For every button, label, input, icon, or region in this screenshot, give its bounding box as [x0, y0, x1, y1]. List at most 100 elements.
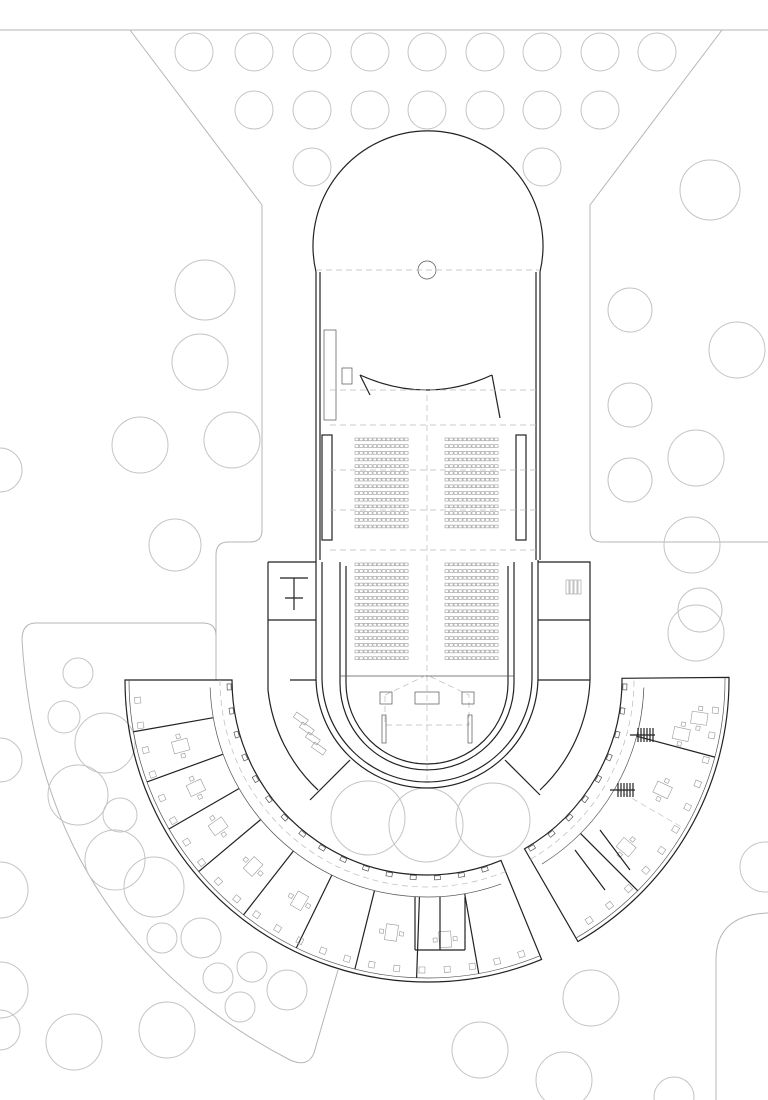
- seat: [354, 498, 359, 502]
- seat: [354, 511, 359, 515]
- seat-row: [565, 579, 570, 595]
- seat: [458, 569, 463, 573]
- chair: [188, 775, 195, 782]
- radial-wall: [464, 893, 480, 974]
- seat: [489, 437, 494, 442]
- chair: [220, 831, 228, 838]
- seat: [476, 596, 481, 600]
- seat: [453, 524, 458, 529]
- seat: [444, 589, 449, 593]
- seat: [480, 562, 485, 567]
- seat: [386, 457, 391, 462]
- facade-desk: [342, 954, 352, 963]
- seat: [399, 437, 404, 442]
- tree-circle: [123, 856, 185, 918]
- seat: [372, 464, 377, 468]
- seat: [363, 629, 368, 634]
- tree-circle: [266, 969, 308, 1011]
- seat: [359, 656, 364, 660]
- seat: [489, 623, 494, 627]
- seat: [476, 464, 481, 468]
- seat: [390, 656, 395, 660]
- seat: [458, 643, 463, 647]
- seat: [354, 636, 359, 640]
- seat: [485, 451, 490, 455]
- seat: [444, 636, 449, 640]
- seat: [467, 471, 472, 475]
- tree-circle: [350, 90, 390, 130]
- seat: [390, 636, 395, 640]
- seat: [489, 511, 494, 515]
- seat: [471, 643, 476, 647]
- left-wing-outline-inner-line: [128, 679, 541, 979]
- facade-desk: [141, 746, 150, 755]
- seat: [363, 636, 368, 640]
- tree-circle: [679, 159, 741, 221]
- seat: [480, 589, 485, 593]
- tree-circle: [292, 90, 332, 130]
- seat: [467, 491, 472, 495]
- seat: [449, 457, 454, 462]
- seat: [489, 484, 494, 488]
- facade-desk: [711, 706, 720, 714]
- seat: [462, 518, 467, 522]
- seat: [399, 524, 404, 529]
- seat: [372, 477, 377, 482]
- seat: [453, 562, 458, 567]
- seat: [399, 471, 404, 475]
- facade-desk: [134, 696, 142, 704]
- seat: [444, 498, 449, 502]
- seat: [363, 649, 368, 654]
- left-wing-outline: [124, 679, 543, 983]
- seat: [476, 656, 481, 660]
- seat: [359, 629, 364, 634]
- column: [614, 730, 621, 739]
- seat: [471, 636, 476, 640]
- seat: [359, 437, 364, 442]
- facade-desk: [295, 936, 305, 946]
- seat: [485, 518, 490, 522]
- seat: [399, 518, 404, 522]
- seat: [485, 511, 490, 515]
- seat: [489, 636, 494, 640]
- chair: [432, 937, 438, 943]
- seat: [404, 636, 409, 640]
- seat: [480, 451, 485, 455]
- seat: [363, 457, 368, 462]
- seat: [476, 616, 481, 620]
- seat: [476, 504, 481, 509]
- seat: [354, 562, 359, 567]
- seat: [467, 582, 472, 587]
- site-boundary: [0, 29, 768, 1100]
- seat: [399, 609, 404, 613]
- seat: [453, 457, 458, 462]
- seat: [354, 589, 359, 593]
- seat: [489, 609, 494, 613]
- seat: [354, 596, 359, 600]
- seat: [462, 437, 467, 442]
- seat: [480, 596, 485, 600]
- seat: [363, 569, 368, 573]
- seat: [399, 576, 404, 580]
- tree-circle: [84, 829, 146, 891]
- tree-circle: [407, 90, 447, 130]
- seat: [399, 623, 404, 627]
- seat: [467, 562, 472, 567]
- seat: [372, 589, 377, 593]
- seat: [354, 576, 359, 580]
- seat: [395, 457, 400, 462]
- seat: [467, 484, 472, 488]
- facade-desk: [623, 883, 634, 894]
- seat: [476, 437, 481, 442]
- chair: [680, 721, 687, 728]
- seat: [444, 491, 449, 495]
- seat: [458, 464, 463, 468]
- tree-circle: [146, 922, 178, 954]
- seat: [494, 596, 499, 600]
- seat: [462, 609, 467, 613]
- seat: [462, 569, 467, 573]
- seat: [368, 524, 373, 529]
- facade-desk: [517, 950, 526, 959]
- radial-wall: [295, 874, 333, 949]
- seat: [354, 518, 359, 522]
